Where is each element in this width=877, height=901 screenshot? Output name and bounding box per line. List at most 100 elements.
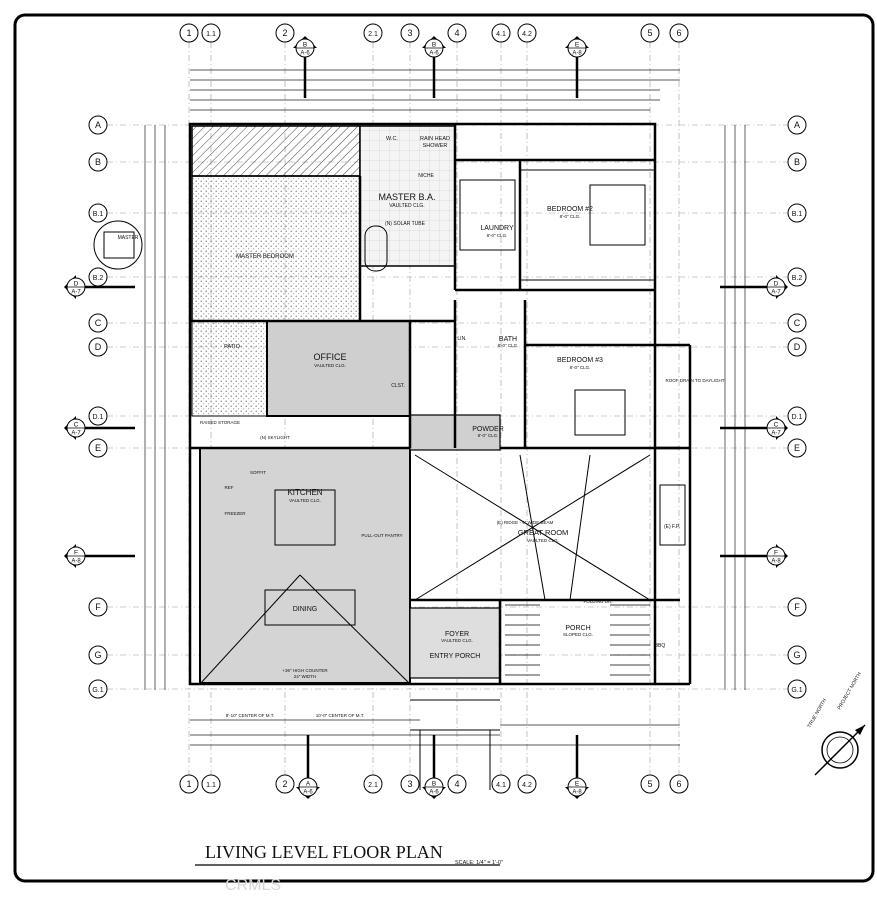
svg-text:D: D [95,342,102,352]
svg-text:A: A [794,120,800,130]
sheet-border [13,13,875,883]
label-raised-storage: RAISED STORAGE [200,420,240,425]
section-marker-top-1: BA-6 [293,36,317,58]
label-roof-drain: ROOF DRAIN TO DAYLIGHT [665,378,724,383]
svg-text:C: C [794,318,801,328]
grid-column-4.2-bottom: 4.2 [517,774,537,794]
svg-text:D: D [74,281,79,288]
north-arrow-true: TRUE NORTH [807,697,829,729]
svg-text:5: 5 [647,28,652,38]
svg-text:A-7: A-7 [771,290,781,296]
svg-text:1: 1 [186,28,191,38]
room-bedroom2: BEDROOM #2 [547,206,593,213]
room-powder: POWDER [472,426,504,433]
interior-details [199,169,686,790]
section-marker-top-3: EA-8 [565,36,589,58]
north-arrow: TRUE NORTH PROJECT NORTH [807,671,866,776]
grid-row-C-right: C [787,313,807,333]
dimension-lines [144,69,746,746]
grid-column-4.1-bottom: 4.1 [491,774,511,794]
room-bedroom2-note: 8'-0" CLG. [560,214,581,219]
room-master-bath: MASTER B.A. [378,192,435,202]
grid-row-D-left: D [88,337,108,357]
label-solar-tube: (N) SOLAR TUBE [385,221,426,227]
svg-text:A-7: A-7 [71,290,81,296]
svg-text:D.1: D.1 [792,414,803,421]
room-entry-porch: ENTRY PORCH [430,653,481,660]
svg-text:2.1: 2.1 [368,782,378,789]
room-bath-note: 8'-0" CLG. [498,343,519,348]
grid-column-2.1-bottom: 2.1 [363,774,383,794]
room-kitchen: KITCHEN [287,488,322,497]
svg-text:A-7: A-7 [71,431,81,437]
section-marker-bottom-3: EA-8 [565,777,589,799]
svg-text:F: F [95,602,101,612]
svg-text:G.1: G.1 [92,687,103,694]
room-kitchen-note: VAULTED CLG. [289,498,321,503]
grid-row-B-left: B [88,152,108,172]
sheet-watermark: CRMLS [225,877,281,894]
section-marker-left-2: CA-7 [64,416,86,440]
room-laundry: LAUNDRY [480,225,514,232]
grid-column-1-top: 1 [179,23,199,43]
label-lin: LIN. [457,336,466,342]
room-rain-head-note: SHOWER [423,143,448,149]
svg-text:A-8: A-8 [572,790,582,796]
grid-column-6-bottom: 6 [669,774,689,794]
section-marker-left-3: FA-8 [64,544,86,568]
svg-text:G.1: G.1 [791,687,802,694]
walls [188,122,692,686]
section-marker-right-3: FA-8 [766,544,788,568]
north-arrow-project: PROJECT NORTH [837,671,864,711]
svg-text:3: 3 [407,779,412,789]
label-dim-center2: 10'-0" CENTER OF M.T. [316,713,364,718]
section-markers: BA-6BA-6EA-8AA-6BA-6EA-8DA-7CA-7FA-8DA-7… [64,36,788,799]
svg-text:5: 5 [647,779,652,789]
room-bedroom3-note: 8'-0" CLG. [570,365,591,370]
room-great-room: GREAT ROOM [518,528,569,537]
svg-text:C: C [95,318,102,328]
grid-row-E-right: E [787,438,807,458]
grid-row-F-right: F [787,597,807,617]
section-marker-left-1: D A-7 [64,275,86,299]
svg-text:D.1: D.1 [93,414,104,421]
grid-column-5-bottom: 5 [640,774,660,794]
label-dim-center: 8'-10" CENTER OF M.T. [226,713,274,718]
stairs [505,604,650,676]
svg-text:4.2: 4.2 [522,782,532,789]
svg-text:B.1: B.1 [93,211,104,218]
grid-column-2-top: 2 [275,23,295,43]
label-folding-dr: FOLDING DR. [583,599,612,604]
svg-text:4.1: 4.1 [496,31,506,38]
room-bedroom3: BEDROOM #3 [557,357,603,364]
grid-column-6-top: 6 [669,23,689,43]
svg-text:B.2: B.2 [93,275,104,282]
section-marker-right-2: CA-7 [766,416,788,440]
svg-text:F: F [794,602,800,612]
section-marker-right-1: DA-7 [766,275,788,299]
grid-column-4.2-top: 4.2 [517,23,537,43]
svg-text:A-8: A-8 [572,51,582,57]
sheet-scale: SCALE: 1/4" = 1'-0" [455,860,503,866]
svg-text:C: C [774,422,779,429]
svg-text:1.1: 1.1 [206,31,216,38]
svg-text:A-6: A-6 [429,790,439,796]
svg-text:A-6: A-6 [303,790,313,796]
svg-text:4.2: 4.2 [522,31,532,38]
label-counter-top: +36" HIGH COUNTER [282,668,328,673]
grid-row-D.1-right: D.1 [787,406,807,426]
room-master-bedroom: MASTER BEDROOM [236,254,294,260]
label-soffit: SOFFIT [250,470,266,475]
room-master-bath-note: VAULTED CLG. [389,203,424,209]
svg-text:1: 1 [186,779,191,789]
room-foyer-note: VAULTED CLG. [441,638,473,643]
grid-column-4.1-top: 4.1 [491,23,511,43]
room-patio: PATIO [224,344,240,350]
svg-text:4.1: 4.1 [496,782,506,789]
svg-text:A-6: A-6 [429,51,439,57]
grid-row-D-right: D [787,337,807,357]
grid-row-C-left: C [88,313,108,333]
